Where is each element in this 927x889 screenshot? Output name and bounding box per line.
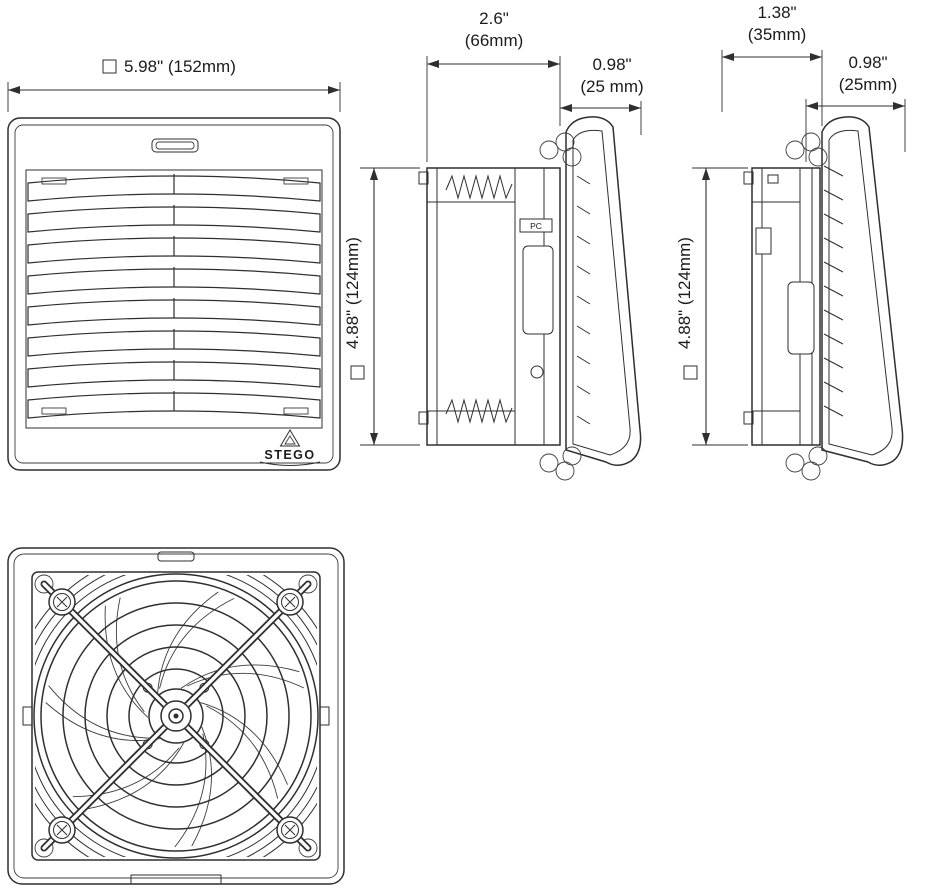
height-dimension-left: 4.88" (124mm)	[343, 167, 420, 446]
square-symbol	[102, 59, 117, 74]
hood-material-marking: PC	[530, 221, 542, 231]
square-symbol	[350, 365, 365, 380]
slim-hood-label-mm: (25mm)	[839, 75, 898, 94]
rear-view	[7, 547, 345, 885]
front-width-dimension: 5.98" (152mm)	[7, 57, 341, 112]
fan-hub	[160, 700, 192, 732]
label-area	[522, 245, 554, 335]
snap-clip-bottom	[539, 446, 582, 481]
hood-profile	[821, 116, 904, 466]
logo-swoosh-icon	[259, 461, 321, 466]
slim-depth-label-mm: (35mm)	[748, 25, 807, 44]
fan-guard-rings	[33, 573, 319, 859]
top-latch	[157, 551, 195, 562]
front-width-label: 5.98" (152mm)	[124, 57, 236, 76]
hood-profile	[565, 116, 642, 466]
brand-logo-text: STEGO	[264, 448, 315, 462]
height-label-left: 4.88" (124mm)	[343, 237, 362, 349]
front-view: STEGO	[7, 117, 341, 471]
slim-depth-label-in: 1.38"	[757, 3, 796, 22]
side-tab	[319, 706, 330, 726]
cable-hole	[530, 365, 544, 379]
mounting-hook	[743, 171, 754, 185]
slim-depth-dimension: 1.38" (35mm)	[721, 3, 823, 126]
height-dimension-right: 4.88" (124mm)	[675, 167, 748, 446]
side-depth-dimension: 2.6" (66mm)	[426, 9, 561, 162]
hood-louver-fins	[823, 165, 844, 417]
square-symbol	[683, 365, 698, 380]
spring-top	[445, 174, 513, 200]
side-depth-label-mm: (66mm)	[465, 31, 524, 50]
hood-louver-fins	[576, 175, 591, 425]
side-view-full: PC	[418, 116, 642, 481]
slim-hood-label-in: 0.98"	[848, 53, 887, 72]
side-view-slim	[743, 116, 904, 481]
side-hood-label-in: 0.98"	[592, 55, 631, 74]
connector	[755, 227, 772, 255]
side-tab	[22, 706, 33, 726]
slim-hood-depth-dimension: 0.98" (25mm)	[805, 53, 906, 162]
corner-screws	[48, 588, 304, 844]
side-hood-label-mm: (25 mm)	[580, 77, 643, 96]
height-label-right: 4.88" (124mm)	[675, 237, 694, 349]
latch-slot	[151, 138, 199, 153]
spring-bottom	[445, 398, 513, 424]
label-area	[787, 281, 815, 355]
brand-logo: STEGO	[259, 429, 321, 466]
logo-triangle-icon	[279, 429, 301, 447]
snap-clip-top	[539, 132, 582, 167]
corner-bosses	[34, 574, 318, 858]
snap-clip-top	[785, 132, 828, 167]
mounting-hook	[743, 411, 754, 425]
snap-clip-bottom	[785, 446, 828, 481]
bottom-latch	[130, 874, 222, 885]
side-hood-depth-dimension: 0.98" (25 mm)	[560, 55, 644, 135]
mounting-hook	[418, 411, 429, 425]
louver-area	[25, 169, 323, 429]
marking-box	[519, 218, 553, 233]
mounting-hook	[418, 171, 429, 185]
side-depth-label-in: 2.6"	[479, 9, 509, 28]
louver-slats	[27, 174, 321, 419]
